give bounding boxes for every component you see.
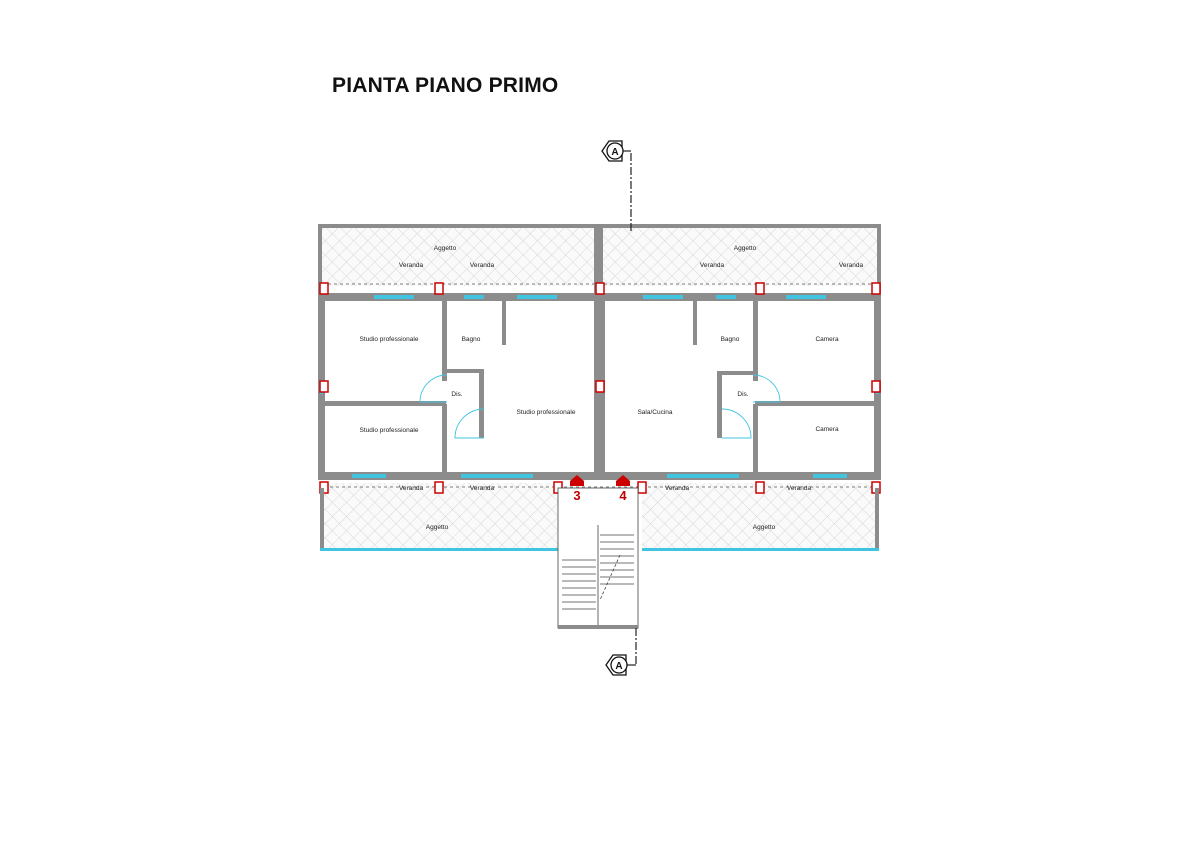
- label-veranda-bl-1: Veranda: [399, 485, 424, 492]
- aggetto-top-right-area: [603, 228, 877, 286]
- aggetto-bottom-right-area: [642, 483, 875, 548]
- section-marker-top: A: [601, 140, 624, 162]
- label-veranda-tr-2: Veranda: [839, 262, 864, 269]
- label-dis-left: Dis.: [451, 391, 462, 398]
- page-title: PIANTA PIANO PRIMO: [332, 74, 559, 97]
- label-veranda-br-2: Veranda: [787, 485, 812, 492]
- label-veranda-br-1: Veranda: [665, 485, 690, 492]
- label-aggetto-bottom-right: Aggetto: [753, 524, 776, 531]
- label-studio-professionale-2: Studio professionale: [360, 427, 419, 434]
- label-dis-right: Dis.: [737, 391, 748, 398]
- label-aggetto-top-right: Aggetto: [734, 245, 757, 252]
- label-aggetto-bottom-left: Aggetto: [426, 524, 449, 531]
- label-veranda-bl-2: Veranda: [470, 485, 495, 492]
- entry-marker-4: 4: [616, 475, 630, 503]
- svg-text:3: 3: [573, 488, 580, 503]
- stairwell: [557, 487, 639, 629]
- label-bagno-left: Bagno: [462, 336, 481, 343]
- label-camera-1: Camera: [815, 336, 839, 343]
- svg-text:4: 4: [619, 488, 627, 503]
- label-studio-professionale-1: Studio professionale: [360, 336, 419, 343]
- label-veranda-tl-1: Veranda: [399, 262, 424, 269]
- label-veranda-tl-2: Veranda: [470, 262, 495, 269]
- aggetto-top-left-area: [322, 228, 594, 286]
- label-veranda-tr-1: Veranda: [700, 262, 725, 269]
- label-camera-2: Camera: [815, 426, 839, 433]
- section-marker-bottom: A: [605, 654, 628, 676]
- entry-marker-3: 3: [570, 475, 584, 503]
- label-aggetto-top-left: Aggetto: [434, 245, 457, 252]
- section-letter-bottom: A: [615, 661, 622, 672]
- label-studio-professionale-3: Studio professionale: [517, 409, 576, 416]
- label-sala-cucina: Sala/Cucina: [637, 409, 672, 416]
- section-letter-top: A: [611, 147, 618, 158]
- label-bagno-right: Bagno: [721, 336, 740, 343]
- aggetto-bottom-left-area: [324, 483, 558, 548]
